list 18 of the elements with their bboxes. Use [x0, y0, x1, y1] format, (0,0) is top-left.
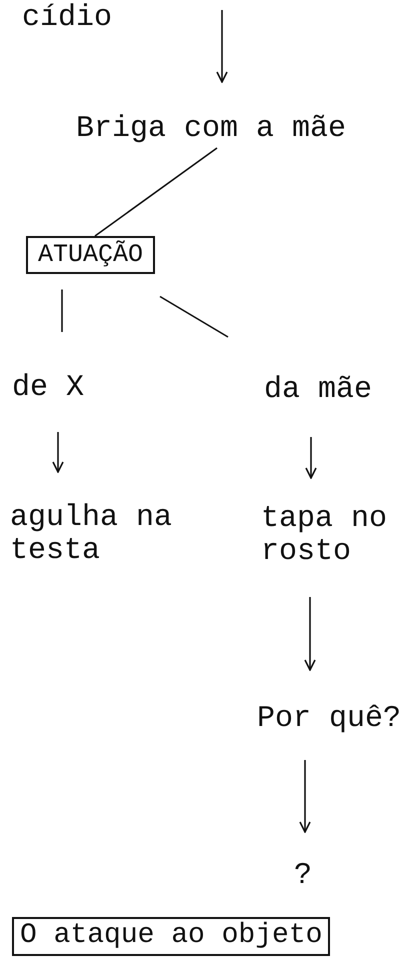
arrow: [216, 10, 228, 83]
flow-text: agulha na testa: [10, 502, 190, 568]
flow-text: de X: [12, 372, 84, 405]
flow-text: Briga com a mãe: [76, 113, 346, 146]
flow-text: Por quê?: [257, 703, 402, 736]
arrow: [299, 760, 311, 833]
arrow: [52, 432, 64, 473]
flow-text: tapa no rosto: [261, 503, 411, 569]
connector-line: [61, 290, 63, 332]
connector-line: [94, 147, 218, 237]
flow-text: da mãe: [264, 374, 372, 407]
flow-text: ?: [294, 860, 312, 893]
arrow: [304, 597, 316, 671]
arrow: [305, 437, 317, 479]
boxed-node: ATUAÇÃO: [26, 236, 156, 274]
partial-word: cídio: [22, 2, 112, 35]
boxed-node: O ataque ao objeto: [12, 917, 330, 956]
connector-line: [160, 296, 228, 338]
